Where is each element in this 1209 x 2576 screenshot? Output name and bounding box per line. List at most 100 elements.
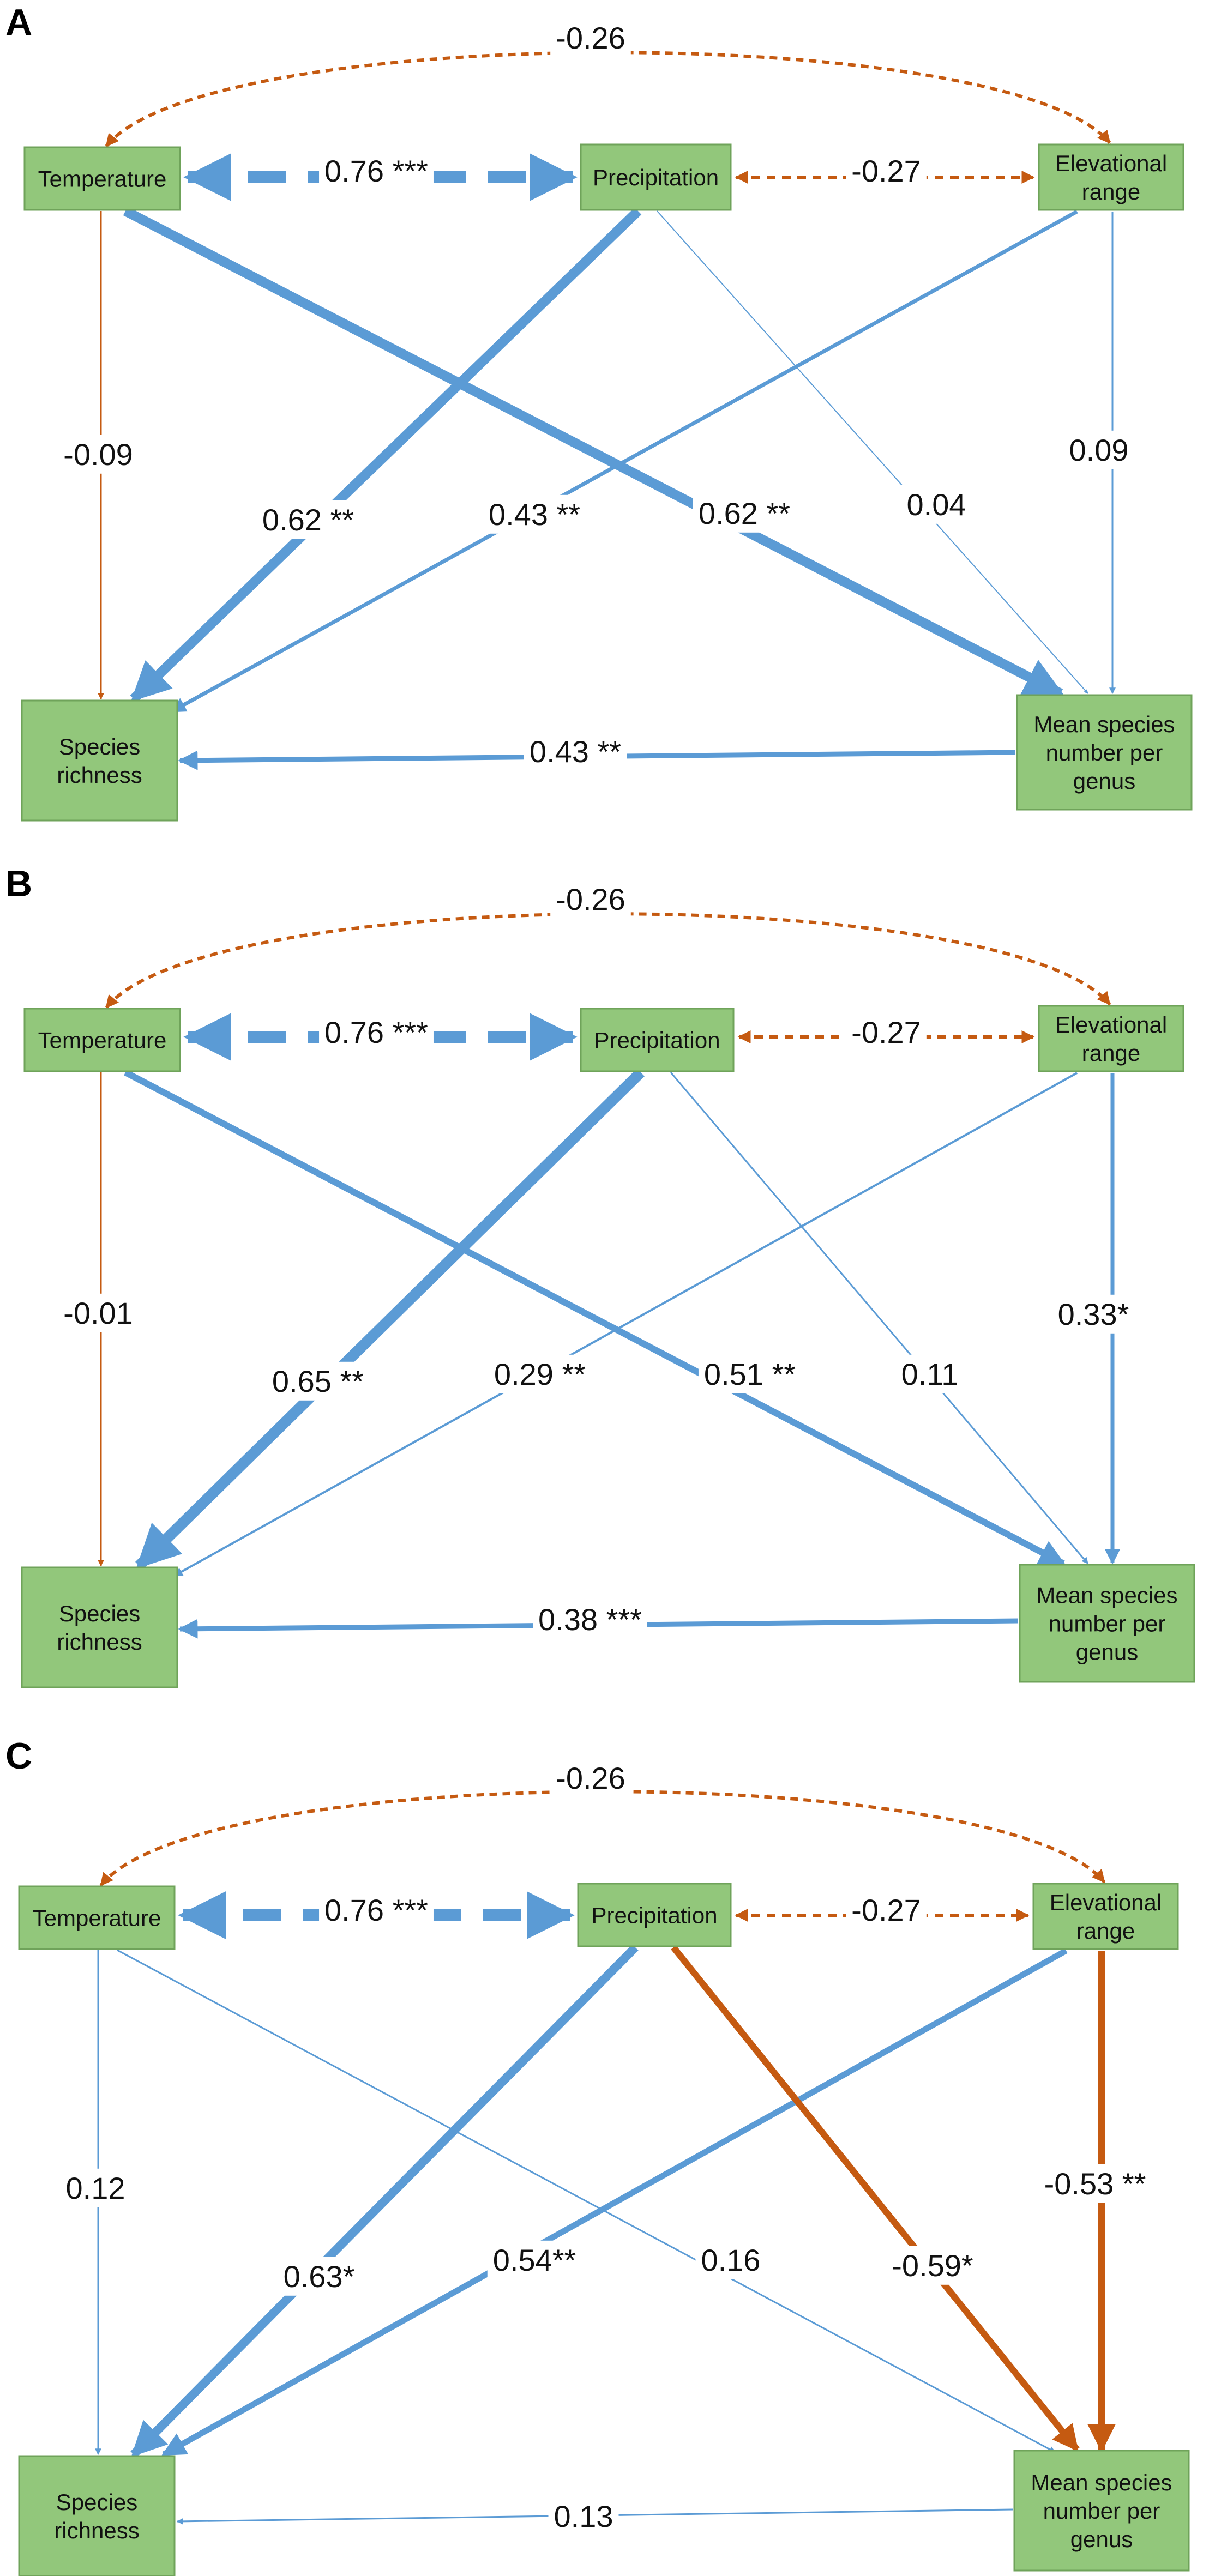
edge-label: 0.76 ***: [324, 1015, 428, 1049]
edge-label: -0.27: [851, 1015, 921, 1049]
edge-label-bg: [483, 494, 586, 534]
edge-path: [124, 1069, 1066, 1567]
edge-path: [105, 51, 1111, 147]
node-label: range: [1076, 1918, 1135, 1944]
node-label: genus: [1076, 1639, 1138, 1665]
edge-precip-rich: 0.65 **: [135, 1068, 645, 1570]
edge-label: 0.13: [554, 2499, 613, 2533]
panel-c: C -0.260.76 ***-0.270.120.63*0.54**0.16-…: [5, 1735, 1190, 2576]
node-label: Species: [56, 2489, 137, 2515]
edge-label: 0.54**: [493, 2243, 576, 2277]
panel-letter: C: [5, 1735, 32, 1777]
edge-precip-elev: -0.27: [735, 151, 1035, 190]
edge-elev-mean: 0.33*: [1052, 1073, 1135, 1565]
nodes: Temperature Precipitation Elevational range…: [21, 1005, 1195, 1688]
edge-temp-elev: -0.26: [105, 18, 1111, 147]
edge-elev-mean: 0.09: [1063, 212, 1134, 695]
edge-label-bg: [533, 1600, 647, 1639]
edge-path: [671, 1945, 1080, 2452]
edge-precip-mean: -0.59*: [671, 1945, 1080, 2452]
edge-label-bg: [319, 1012, 434, 1052]
edge-temp-mean: 0.62 **: [123, 207, 1064, 698]
edge-path: [130, 1944, 639, 2458]
edge-label-bg: [58, 1293, 139, 1332]
node-label: Temperature: [33, 1905, 161, 1931]
edge-path: [170, 209, 1078, 714]
edge-label-bg: [895, 1354, 964, 1393]
edge-label-bg: [550, 18, 631, 57]
edge-label: -0.26: [556, 1761, 625, 1795]
edges: -0.26 0.76 *** -0.27 0.12 0.63* 0.54** 0.16 -0.…: [60, 1758, 1152, 2536]
node-label: genus: [1073, 768, 1135, 794]
edges: -0.260.76 ***-0.27-0.010.65 **0.29 **0.5…: [58, 879, 1135, 1639]
node-label: number per: [1043, 2498, 1160, 2524]
edge-label: 0.76 ***: [324, 154, 428, 188]
node-label: number per: [1046, 740, 1163, 765]
edge-precip-rich: 0.62 **: [130, 207, 642, 703]
edge-label: -0.26: [556, 882, 625, 916]
edge-temp-elev: -0.26: [105, 879, 1111, 1009]
node-precip: Precipitation: [577, 1883, 732, 1947]
edge-label-bg: [256, 500, 360, 539]
edge-label: -0.59*: [892, 2248, 973, 2283]
edge-label-bg: [1052, 1294, 1135, 1334]
node-label: Precipitation: [593, 165, 719, 190]
edge-path: [173, 1072, 1078, 1577]
node-label: Mean species: [1033, 711, 1175, 737]
edge-label: -0.01: [63, 1296, 133, 1330]
edge-path: [670, 1072, 1089, 1564]
node-label: Mean species: [1031, 2470, 1172, 2495]
node-rich: Species richness: [21, 1566, 178, 1688]
edge-label-bg: [1038, 2164, 1152, 2203]
node-label: Elevational: [1055, 150, 1167, 176]
edge-elev-rich: 0.54**: [161, 1948, 1068, 2457]
edge-precip-elev: -0.27: [735, 1890, 1030, 1929]
edge-label-bg: [693, 493, 796, 533]
edge-temp-mean: 0.16: [117, 1949, 1056, 2453]
edge-label: 0.04: [907, 487, 966, 522]
edge-path: [99, 1790, 1106, 1886]
node-elev: Elevational range: [1038, 1005, 1184, 1072]
edge-temp-rich: -0.09: [58, 211, 139, 700]
edge-label-bg: [695, 2240, 766, 2279]
edge-label-bg: [886, 2246, 979, 2285]
node-label: range: [1082, 1040, 1140, 1066]
edge-label-bg: [548, 2496, 619, 2536]
edge-label: 0.16: [701, 2243, 761, 2277]
panel-b: B -0.260.76 ***-0.27-0.010.65 **0.29 **0…: [5, 863, 1195, 1688]
node-label: Elevational: [1055, 1012, 1167, 1037]
edge-label-bg: [319, 151, 434, 190]
edge-elev-rich: 0.29 **: [173, 1072, 1078, 1577]
edge-label: -0.53 **: [1044, 2167, 1146, 2201]
node-temp: Temperature: [18, 1885, 176, 1950]
edge-label: -0.26: [556, 21, 625, 55]
edge-path: [105, 912, 1111, 1009]
node-label: range: [1082, 179, 1140, 204]
edge-label: 0.76 ***: [324, 1893, 428, 1927]
edge-label-bg: [524, 732, 627, 771]
edge-temp-rich: 0.12: [60, 1950, 131, 2456]
node-precip: Precipitation: [580, 1008, 735, 1072]
edge-mean-rich: 0.38 ***: [178, 1600, 1019, 1639]
node-label: richness: [57, 1629, 142, 1655]
edge-label: 0.62 **: [262, 503, 354, 537]
edge-label-bg: [60, 2168, 131, 2207]
panel-letter: B: [5, 863, 32, 904]
edge-label-bg: [266, 1361, 370, 1401]
edge-label-bg: [846, 151, 927, 190]
edge-mean-rich: 0.43 **: [178, 732, 1016, 771]
edge-label: 0.63*: [284, 2259, 355, 2294]
edge-precip-mean: 0.11: [670, 1072, 1089, 1564]
node-label: Species: [59, 1601, 140, 1626]
edge-label: -0.27: [851, 154, 921, 188]
edge-temp-rich: -0.01: [58, 1072, 139, 1567]
node-temp: Temperature: [23, 1008, 181, 1072]
edge-label: 0.65 **: [272, 1364, 364, 1398]
edge-path: [161, 1948, 1068, 2457]
